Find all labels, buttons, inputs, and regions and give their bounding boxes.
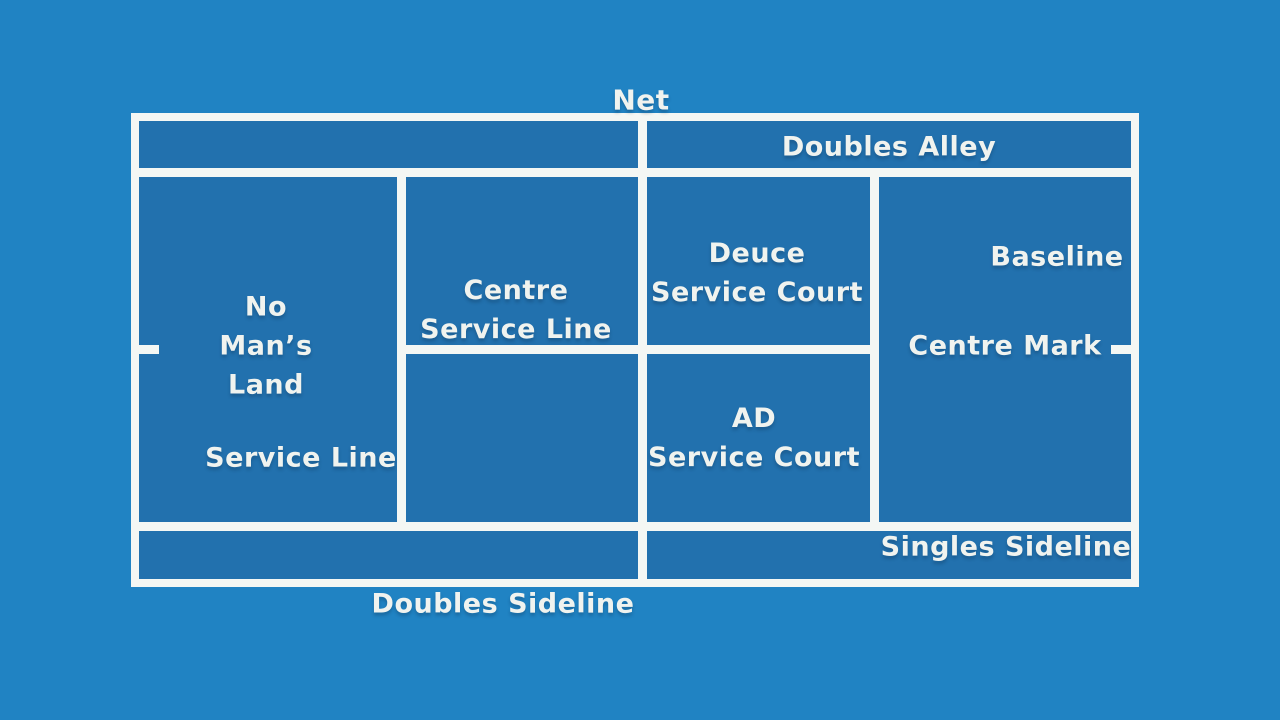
centre-service-line-label: Centre Service Line (420, 271, 612, 349)
no-mans-land-line2: Man’s (219, 330, 313, 362)
bottom-alley-divider-line (139, 522, 1131, 531)
deuce-service-court-line2: Service Court (651, 277, 863, 308)
right-service-line (870, 168, 879, 531)
ad-service-court-line1: AD (731, 403, 777, 434)
ad-service-court-line2: Service Court (648, 442, 860, 473)
doubles-alley-label: Doubles Alley (781, 131, 997, 163)
ad-service-court-label: AD Service Court (648, 399, 860, 477)
centre-service-line (406, 345, 870, 354)
right-centre-mark-tick (1111, 345, 1131, 354)
centre-mark-label: Centre Mark (908, 330, 1102, 362)
service-line-label: Service Line (205, 442, 397, 474)
court-outline (131, 113, 1139, 587)
no-mans-land-line1: No (244, 291, 288, 323)
deuce-service-court-label: Deuce Service Court (651, 234, 863, 312)
no-mans-land-line3: Land (228, 369, 304, 401)
doubles-sideline-label: Doubles Sideline (371, 588, 635, 620)
no-mans-land-label: No Man’s Land (219, 288, 312, 405)
baseline-label: Baseline (990, 241, 1124, 273)
net-label: Net (612, 83, 670, 117)
top-alley-divider-line (139, 168, 1131, 177)
deuce-service-court-line1: Deuce (708, 238, 806, 269)
singles-sideline-label: Singles Sideline (880, 531, 1132, 563)
left-centre-mark-tick (139, 345, 159, 354)
left-service-line (397, 168, 406, 531)
centre-service-line-line2: Service Line (420, 314, 612, 345)
centre-service-line-line1: Centre (463, 275, 569, 306)
